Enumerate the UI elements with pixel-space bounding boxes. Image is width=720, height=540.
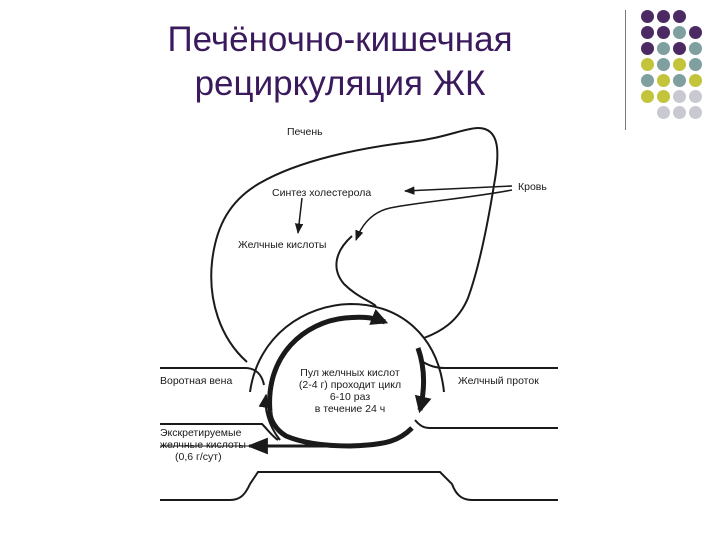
thick-arrow-bottom xyxy=(270,412,412,446)
label-excreted-line2: желчные кислоты xyxy=(160,439,246,451)
thick-arrow-right xyxy=(418,348,424,410)
intestine-lower-wall xyxy=(160,472,558,500)
label-excreted-line3: (0,6 г/сут) xyxy=(175,451,222,463)
label-liver: Печень xyxy=(287,126,323,138)
arrow-synthesis-to-bile-acids xyxy=(298,198,302,233)
label-pool-line1: Пул желчных кислот xyxy=(300,367,400,379)
label-bile-duct: Желчный проток xyxy=(458,375,539,387)
label-bile-acids: Желчные кислоты xyxy=(238,239,326,251)
label-pool-line3: 6-10 раз xyxy=(330,391,370,403)
bile-duct-vessel xyxy=(423,362,558,368)
arrow-blood-to-synthesis xyxy=(405,186,512,191)
label-blood: Кровь xyxy=(518,181,547,193)
hepatic-duct xyxy=(336,236,376,306)
label-excreted-line1: Экскретируемые xyxy=(160,427,242,439)
label-pool-line2: (2-4 г) проходит цикл xyxy=(299,379,401,391)
label-pool-line4: в течение 24 ч xyxy=(315,403,385,415)
label-portal-vein: Воротная вена xyxy=(160,375,232,387)
label-cholesterol-synthesis: Синтез холестерола xyxy=(272,187,371,199)
